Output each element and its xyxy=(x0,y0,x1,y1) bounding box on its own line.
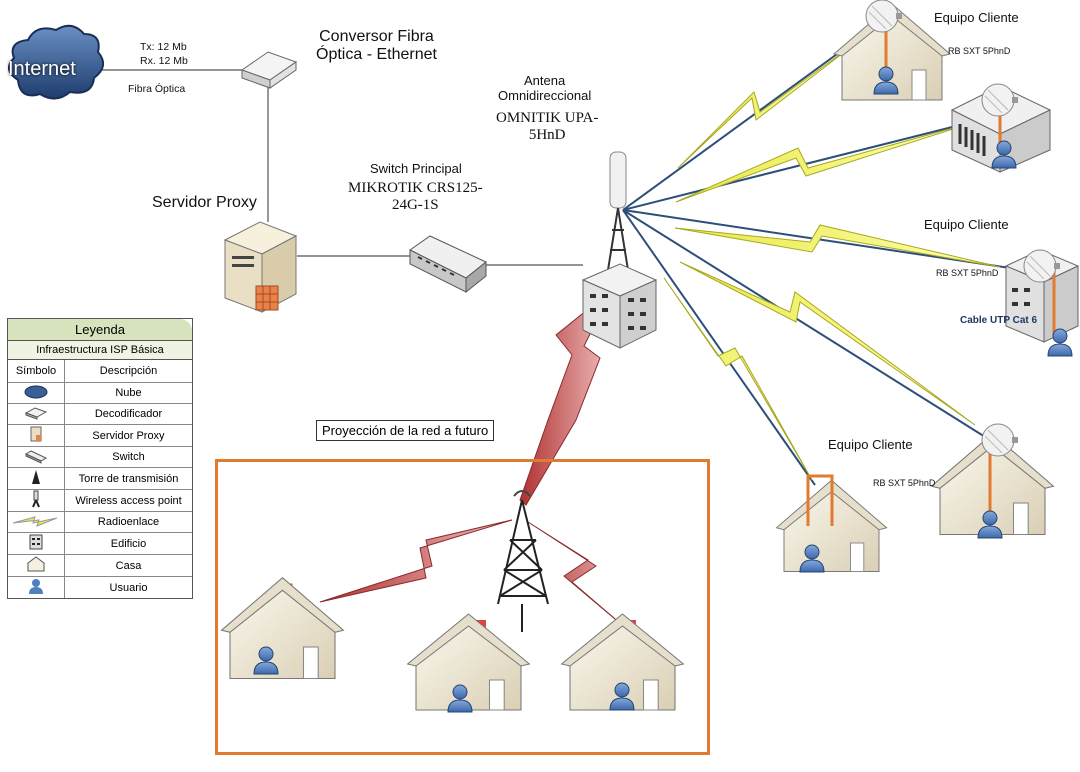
legend-row: Wireless access point xyxy=(8,489,192,512)
fiber-tx-label: Tx: 12 Mb xyxy=(140,41,187,53)
cpe-label-1: RB SXT 5PhnD xyxy=(948,46,1011,56)
client-label-3: Equipo Cliente xyxy=(924,217,1009,232)
house-icon xyxy=(27,556,45,572)
client-house-5 xyxy=(775,474,888,573)
legend-description: Torre de transmisión xyxy=(64,467,192,490)
future-house-2 xyxy=(407,613,530,713)
legend-row: Edificio xyxy=(8,532,192,555)
client-label-1: Equipo Cliente xyxy=(934,10,1019,25)
switch-icon xyxy=(24,449,48,464)
legend-title: Leyenda xyxy=(8,319,192,341)
antenna-model-label: OMNITIK UPA- 5HnD xyxy=(496,110,599,144)
fiber-rx-label: Rx. 12 Mb xyxy=(140,55,188,67)
media-converter-icon xyxy=(240,51,298,89)
internet-cloud-icon xyxy=(7,24,105,100)
client-house-4 xyxy=(931,423,1054,539)
legend-table: Símbolo Descripción Nube Decodificador S… xyxy=(8,360,192,598)
legend-col-symbol: Símbolo xyxy=(8,360,65,383)
client-building-3 xyxy=(1004,249,1080,357)
legend-description: Switch xyxy=(64,446,192,468)
legend-row: Radioenlace xyxy=(8,511,192,533)
proxy-label: Servidor Proxy xyxy=(152,194,257,211)
projection-frame xyxy=(215,459,710,755)
radiolink-bolts xyxy=(663,39,1001,481)
wired-links xyxy=(95,69,583,266)
future-tower-icon xyxy=(497,490,549,632)
legend-subtitle: Infraestructura ISP Básica xyxy=(8,341,192,360)
legend-description: Nube xyxy=(64,382,192,404)
legend-row: Switch xyxy=(8,446,192,468)
legend-row: Torre de transmisión xyxy=(8,467,192,490)
legend-description: Usuario xyxy=(109,581,148,594)
tower-icon xyxy=(32,470,40,484)
antenna-label: Antena Omnidireccional xyxy=(498,73,592,103)
legend-row: Servidor Proxy xyxy=(8,424,192,447)
legend-row: Decodificador xyxy=(8,403,192,425)
building-icon xyxy=(29,534,43,550)
server-icon xyxy=(30,426,42,442)
internet-label: Internet xyxy=(8,58,76,80)
switch-model-label: MIKROTIK CRS125- 24G-1S xyxy=(348,180,483,214)
future-house-3 xyxy=(561,613,684,711)
switch-device-icon xyxy=(409,235,487,294)
client-label-5: Equipo Cliente xyxy=(828,437,913,452)
legend-description: Decodificador xyxy=(64,403,192,425)
legend-description: Radioenlace xyxy=(64,511,192,533)
radiolink-icon xyxy=(12,515,58,527)
client-building-2 xyxy=(950,83,1052,173)
projection-label: Proyección de la red a futuro xyxy=(316,420,495,441)
fiber-caption: Fibra Óptica xyxy=(128,83,186,95)
access-point-icon xyxy=(32,490,40,508)
cable-label: Cable UTP Cat 6 xyxy=(960,315,1038,326)
cpe-label-3: RB SXT 5PhnD xyxy=(936,268,999,278)
legend-row: Casa xyxy=(8,554,192,577)
user-icon xyxy=(29,579,43,594)
converter-label: Conversor Fibra Óptica - Ethernet xyxy=(316,28,437,64)
legend-description: Wireless access point xyxy=(64,489,192,512)
legend-row: Usuario xyxy=(8,576,192,598)
future-house-1 xyxy=(221,577,344,680)
proxy-server-icon xyxy=(223,221,298,313)
legend-description: Servidor Proxy xyxy=(64,424,192,447)
cloud-icon xyxy=(24,385,48,398)
legend: Leyenda Infraestructura ISP Básica Símbo… xyxy=(7,318,193,599)
legend-description: Casa xyxy=(64,554,192,577)
switch-label: Switch Principal xyxy=(370,161,462,176)
legend-description: Edificio xyxy=(64,532,192,555)
main-tower-icon xyxy=(581,151,658,349)
cpe-label-5: RB SXT 5PhnD xyxy=(873,478,936,488)
legend-row: Nube xyxy=(8,382,192,404)
legend-col-description: Descripción xyxy=(64,360,192,383)
decoder-icon xyxy=(24,406,48,420)
client-house-1 xyxy=(833,0,951,101)
